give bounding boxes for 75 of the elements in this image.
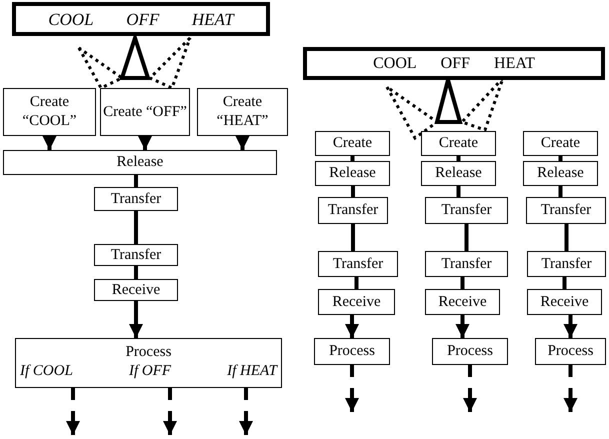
box-label: Transfer — [540, 201, 592, 220]
process-box — [527, 251, 606, 277]
box-label: Transfer — [441, 254, 492, 274]
arrow — [239, 388, 253, 435]
process-box — [94, 279, 178, 301]
box-label: Create “COOL” — [21, 93, 78, 131]
arrow — [66, 388, 80, 435]
process-box — [3, 150, 277, 175]
box-label: Transfer — [441, 201, 492, 220]
process-box — [314, 338, 390, 365]
process-box — [318, 289, 395, 315]
arrow — [345, 365, 359, 412]
switch-position-label: COOL — [48, 10, 94, 28]
process-box — [3, 88, 96, 136]
process-box — [197, 88, 288, 136]
process-box — [315, 131, 390, 156]
arrow — [163, 388, 177, 435]
switch-position-label: OFF — [440, 56, 470, 72]
process-box — [94, 244, 178, 266]
arrow — [564, 315, 578, 338]
box-label: Create “HEAT” — [216, 93, 270, 131]
process-box — [523, 161, 598, 186]
box-label: Release — [116, 153, 164, 172]
box-label: Receive — [540, 292, 589, 312]
switch-position-label: COOL — [373, 56, 417, 72]
arrow — [138, 136, 152, 150]
switch-position-label: HEAT — [494, 56, 535, 72]
box-label: Process — [548, 342, 594, 361]
arrow — [42, 136, 56, 150]
process-box — [318, 251, 398, 277]
box-label: Receive — [112, 280, 160, 300]
process-box — [425, 289, 500, 315]
process-box — [318, 197, 388, 224]
switch-box — [12, 2, 270, 36]
process-box — [526, 197, 606, 224]
box-label: Release — [329, 164, 376, 183]
box-label: Transfer — [541, 254, 592, 274]
arrow — [345, 315, 359, 338]
box-label: Create — [540, 134, 580, 153]
box-label: Transfer — [332, 254, 384, 274]
process-box — [523, 131, 598, 156]
condition-label: If OFF — [129, 362, 172, 380]
process-box — [535, 338, 606, 365]
process-box — [15, 338, 282, 388]
box-label: Create — [332, 134, 372, 153]
process-box — [432, 338, 508, 365]
arrow — [129, 301, 143, 338]
switch-position-label: HEAT — [192, 10, 234, 28]
box-label: Process — [447, 342, 493, 361]
box-label: Process — [329, 342, 375, 361]
process-box — [527, 289, 602, 315]
process-box — [94, 187, 178, 211]
box-label: Transfer — [110, 190, 162, 208]
box-label: Process — [126, 343, 172, 362]
switch-box — [303, 47, 605, 80]
arrow — [564, 365, 578, 412]
box-label: Release — [435, 164, 482, 183]
arrow — [463, 365, 477, 412]
process-box — [315, 161, 390, 186]
process-box — [425, 251, 508, 277]
switch-position-label: OFF — [126, 10, 160, 28]
box-label: Receive — [438, 292, 487, 312]
arrow — [236, 136, 250, 150]
box-label: Transfer — [328, 201, 378, 220]
box-label: Receive — [332, 292, 381, 312]
process-box — [100, 88, 190, 136]
condition-label: If HEAT — [227, 362, 277, 380]
box-label: Release — [537, 164, 584, 183]
box-label: Create “OFF” — [103, 102, 187, 122]
process-box — [421, 161, 496, 186]
box-label: Create — [438, 134, 478, 153]
process-box — [425, 197, 508, 224]
box-label: Transfer — [110, 246, 162, 264]
process-box — [421, 131, 496, 156]
condition-label: If COOL — [20, 362, 73, 380]
